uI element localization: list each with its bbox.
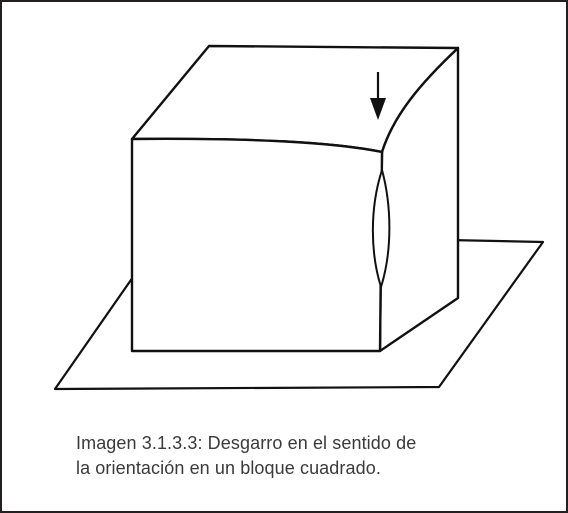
caption-line-1: Imagen 3.1.3.3: Desgarro en el sentido d… [76,433,417,453]
caption-line-2: la orientación en un bloque cuadrado. [76,458,381,478]
tear-line [380,47,459,153]
cube-front-face [130,137,384,353]
tear-block-diagram [53,44,545,391]
tear-crack [371,166,391,291]
figure-caption: Imagen 3.1.3.3: Desgarro en el sentido d… [76,431,536,481]
arrow-down-icon [370,72,386,120]
